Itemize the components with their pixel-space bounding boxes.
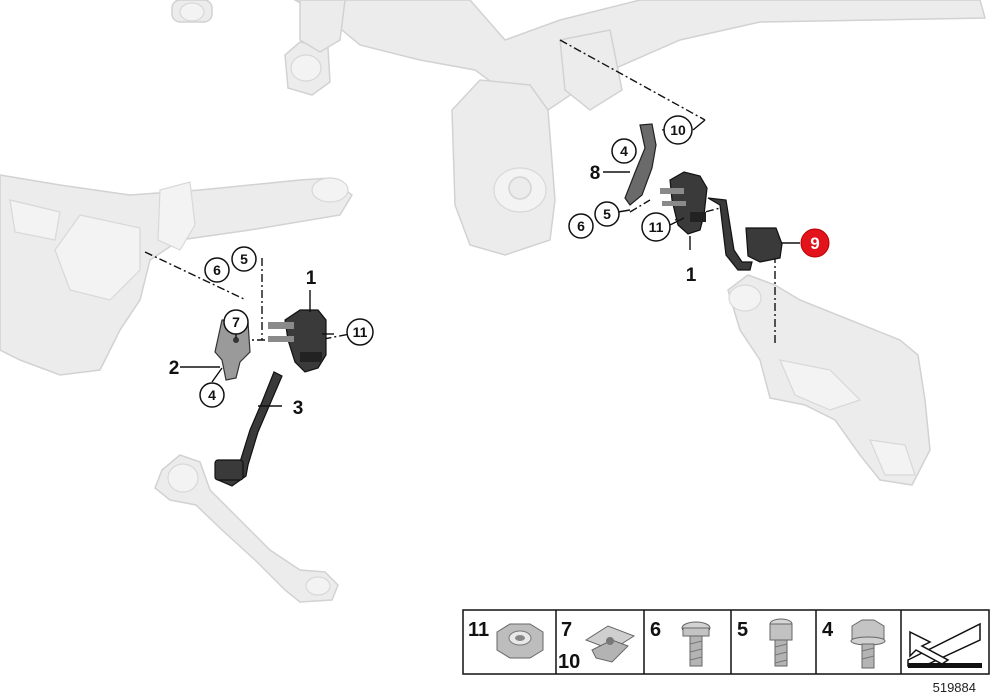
legend-cell-11: 11 [468,619,544,659]
svg-text:7: 7 [561,619,572,641]
svg-text:5: 5 [737,619,748,641]
clip-nut-icon [584,625,636,663]
leader-lines [180,119,800,407]
svg-text:7: 7 [232,314,240,330]
hex-bolt-icon [850,619,886,669]
right-bracket [624,123,657,206]
left-coupling-rod [214,371,283,487]
svg-text:2: 2 [169,358,180,379]
svg-text:5: 5 [603,206,611,222]
callout-left-5: 5 [231,246,257,272]
callout-right-9-highlighted: 9 [800,228,830,258]
callout-left-4: 4 [199,382,225,408]
callout-right-1: 1 [686,265,697,286]
right-control-arm-ghost [727,274,931,486]
svg-text:11: 11 [649,219,664,235]
svg-text:5: 5 [240,251,248,267]
rear-subframe-ghost [0,0,986,376]
callout-left-3: 3 [293,398,304,419]
callout-right-4: 4 [611,138,637,164]
svg-text:1: 1 [686,265,697,286]
svg-text:9: 9 [810,234,819,253]
svg-text:4: 4 [620,143,628,159]
svg-text:6: 6 [577,218,585,234]
right-height-sensor [660,171,708,235]
right-coupling-rod [707,197,783,271]
callout-right-10: 10 [663,115,693,145]
diagram-id: 519884 [933,680,976,695]
callout-left-6: 6 [204,257,230,283]
callout-right-8: 8 [590,163,601,184]
ramp-arrow-icon [907,622,982,668]
legend-cell-4: 4 [822,619,886,669]
svg-text:1: 1 [306,268,317,289]
svg-text:4: 4 [208,387,216,403]
svg-text:6: 6 [650,619,661,641]
left-control-arm-ghost [154,454,339,603]
svg-text:10: 10 [670,122,686,138]
svg-text:11: 11 [468,619,489,641]
callout-left-1: 1 [306,268,317,289]
legend-cell-7-10: 7 10 [558,619,636,673]
legend-cell-5: 5 [737,618,793,667]
callout-right-6: 6 [568,213,594,239]
svg-text:4: 4 [822,619,834,641]
left-bracket [214,319,251,381]
callout-left-2: 2 [169,358,180,379]
svg-text:8: 8 [590,163,601,184]
legend-cell-6: 6 [650,619,711,667]
callout-right-5: 5 [594,201,620,227]
svg-text:6: 6 [213,262,221,278]
left-height-sensor [268,309,327,373]
callout-left-11: 11 [346,318,374,346]
svg-text:10: 10 [558,651,580,673]
callout-right-11: 11 [641,212,671,242]
fastener-legend: 11 7 10 6 [462,609,990,675]
nut-icon [496,623,544,659]
callout-left-7: 7 [223,309,249,335]
socket-bolt-icon [769,618,793,667]
svg-text:3: 3 [293,398,304,419]
svg-text:11: 11 [353,324,368,340]
torx-bolt-icon [681,621,711,667]
